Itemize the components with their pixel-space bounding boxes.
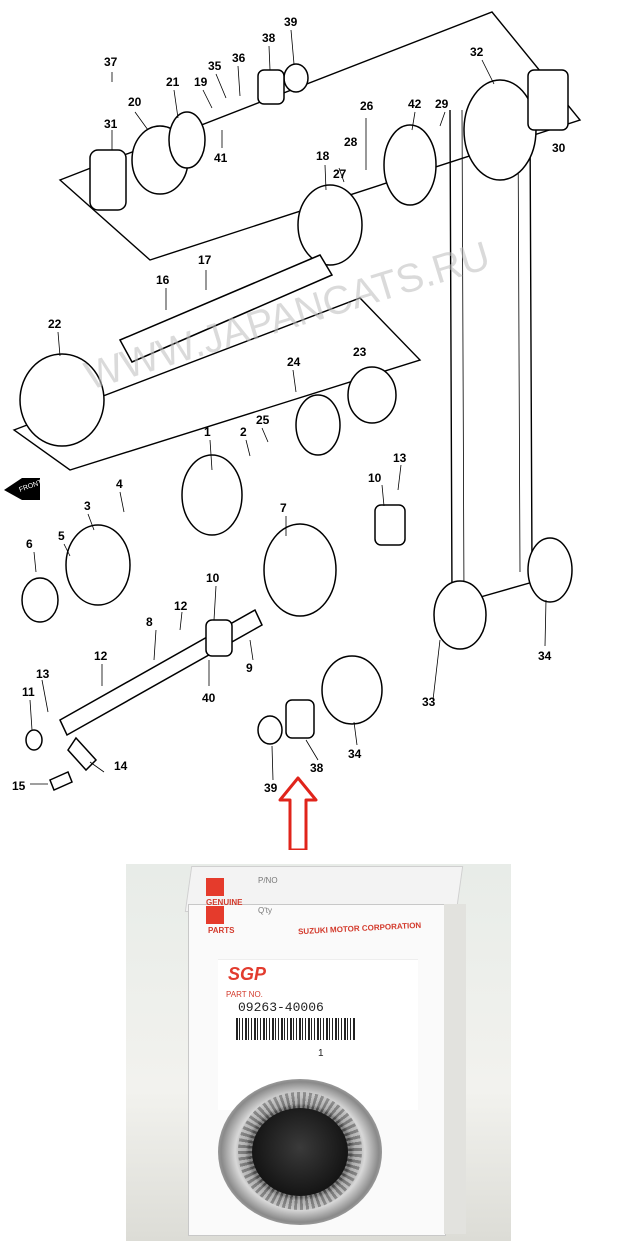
box-side xyxy=(444,904,466,1234)
parts-label: PARTS xyxy=(208,926,235,935)
callout-18: 18 xyxy=(316,149,330,163)
callout-4: 4 xyxy=(116,477,123,491)
callout-29: 29 xyxy=(435,97,449,111)
gear-7 xyxy=(263,523,337,617)
seal-39-top xyxy=(283,63,309,93)
sleeve-42 xyxy=(383,124,437,206)
callout-24: 24 xyxy=(287,355,301,369)
exploded-parts-diagram: 37 21 19 35 36 38 39 20 31 41 18 27 28 2… xyxy=(4,11,582,850)
leader-lines xyxy=(29,29,547,785)
part-no-label: PART NO. xyxy=(226,990,263,999)
bearing-10-right xyxy=(374,504,406,546)
collar-31 xyxy=(89,149,127,211)
front-marker: FRONT xyxy=(4,478,44,500)
chain xyxy=(449,94,561,601)
callout-32: 32 xyxy=(470,45,484,59)
callout-17: 17 xyxy=(198,253,212,267)
needle-bearing-38 xyxy=(285,699,315,739)
pno-label: P/NO xyxy=(258,876,278,885)
callout-16: 16 xyxy=(156,273,170,287)
callout-22: 22 xyxy=(48,317,62,331)
middle-tray-outline xyxy=(12,297,422,471)
chain-inner xyxy=(461,109,521,601)
gear-23 xyxy=(347,366,397,424)
callout-11: 11 xyxy=(22,685,35,699)
callout-41: 41 xyxy=(214,151,228,165)
upper-tray-outline xyxy=(58,11,582,261)
suzuki-logo-icon-2 xyxy=(206,906,224,924)
bearing-34-right xyxy=(527,537,573,603)
callout-40: 40 xyxy=(202,691,216,705)
qty-label: Q'ty xyxy=(258,906,272,915)
callout-13-left: 13 xyxy=(36,667,50,681)
callout-13-right: 13 xyxy=(393,451,407,465)
bearing-38-top xyxy=(257,69,285,105)
callout-12-top: 12 xyxy=(174,599,188,613)
callout-36: 36 xyxy=(232,51,246,65)
ring-21 xyxy=(168,111,206,169)
callout-10-left: 10 xyxy=(206,571,220,585)
gear-1 xyxy=(181,454,243,536)
bearing-10-left xyxy=(205,619,233,657)
callout-26: 26 xyxy=(360,99,374,113)
callout-6: 6 xyxy=(26,537,33,551)
product-photo: GENUINE P/NO PARTS Q'ty SUZUKI MOTOR COR… xyxy=(126,864,511,1241)
callout-2: 2 xyxy=(240,425,247,439)
callout-3: 3 xyxy=(84,499,91,513)
circlip-11 xyxy=(25,729,43,751)
callout-35: 35 xyxy=(208,59,222,73)
washer-39 xyxy=(257,715,283,745)
callout-42: 42 xyxy=(408,97,422,111)
callout-7: 7 xyxy=(280,501,287,515)
sprocket-32 xyxy=(463,79,537,181)
bearing-3 xyxy=(65,524,131,606)
sgp-brand: SGP xyxy=(228,964,267,984)
callout-23: 23 xyxy=(353,345,367,359)
callout-5: 5 xyxy=(58,529,65,543)
callout-numbers: 37 21 19 35 36 38 39 20 31 41 18 27 28 2… xyxy=(12,15,566,795)
bearing-18 xyxy=(297,184,363,266)
callout-31: 31 xyxy=(104,117,118,131)
quantity-value: 1 xyxy=(318,1048,324,1059)
callout-38-lower: 38 xyxy=(310,761,324,775)
callout-34-right: 34 xyxy=(538,649,552,663)
seal-6 xyxy=(21,577,59,623)
callout-34-lower: 34 xyxy=(348,747,362,761)
callout-27: 27 xyxy=(333,167,347,181)
suzuki-logo-icon xyxy=(206,878,224,896)
callout-28: 28 xyxy=(344,135,358,149)
callout-15: 15 xyxy=(12,779,26,793)
genuine-label: GENUINE xyxy=(206,898,243,907)
callout-8: 8 xyxy=(146,615,153,629)
callout-37: 37 xyxy=(104,55,118,69)
main-shaft-16 xyxy=(118,254,334,363)
callout-25: 25 xyxy=(256,413,270,427)
callout-39-top: 39 xyxy=(284,15,298,29)
callout-1: 1 xyxy=(204,425,211,439)
callout-21: 21 xyxy=(166,75,180,89)
bearing-bore xyxy=(252,1108,348,1196)
sprocket-33 xyxy=(433,580,487,650)
callout-12-bottom: 12 xyxy=(94,649,108,663)
bolt-15 xyxy=(49,770,73,792)
barcode xyxy=(236,1018,356,1040)
callout-9: 9 xyxy=(246,661,253,675)
part-number: 09263-40006 xyxy=(238,1000,324,1015)
callout-14: 14 xyxy=(114,759,128,773)
callout-30: 30 xyxy=(552,141,566,155)
shaft-30 xyxy=(527,69,569,131)
watermark-text: WWW.JAPANCATS.RU xyxy=(80,234,495,399)
callout-39-lower: 39 xyxy=(264,781,278,795)
red-arrow-icon xyxy=(278,776,318,850)
callout-38-top: 38 xyxy=(262,31,276,45)
callout-19: 19 xyxy=(194,75,208,89)
synchro-24 xyxy=(295,394,341,456)
bearing-34-lower xyxy=(321,655,383,725)
callout-20: 20 xyxy=(128,95,142,109)
gear-22 xyxy=(19,353,105,447)
callout-10-right: 10 xyxy=(368,471,382,485)
plate-14 xyxy=(67,736,98,772)
callout-33: 33 xyxy=(422,695,436,709)
